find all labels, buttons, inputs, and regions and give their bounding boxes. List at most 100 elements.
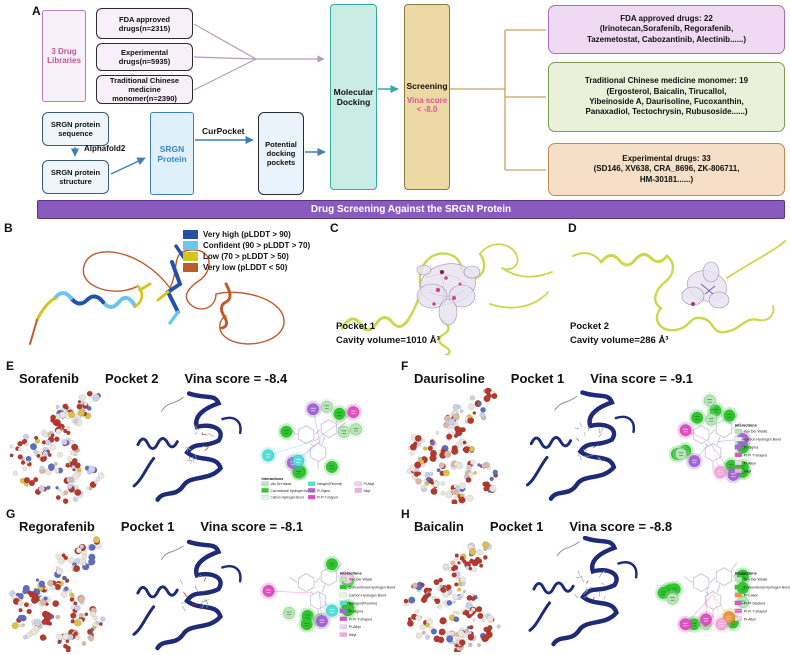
pocket-label: Pocket 1	[510, 371, 565, 386]
result-fda-box: FDA approved drugs: 22 (Irinotecan,Soraf…	[548, 5, 785, 54]
pocket1-structure	[340, 243, 553, 355]
result-experimental-box: Experimental drugs: 33 (SD146, XV638, CR…	[548, 143, 785, 196]
plddt-legend-label: Very low (pLDDT < 50)	[203, 263, 288, 272]
ribbon-model	[528, 536, 638, 647]
ribbon-model	[132, 391, 242, 502]
plddt-legend-label: Very high (pLDDT > 90)	[203, 230, 291, 239]
plddt-legend-row: Very high (pLDDT > 90)	[183, 229, 310, 240]
interaction-legend-label: Pi-Alkyl	[349, 625, 361, 629]
plddt-legend-swatch	[183, 252, 198, 261]
interaction-legend-label: Alkyl	[364, 489, 371, 493]
interaction-legend-title: Interactions	[735, 424, 757, 428]
plddt-legend-label: Confident (90 > pLDDT > 70)	[203, 241, 311, 250]
interaction-legend-label: Alkyl	[349, 633, 357, 637]
docking-header: Sorafenib Pocket 2 Vina score = -8.4	[19, 371, 313, 386]
plddt-legend-swatch	[183, 230, 198, 239]
spacefill-model	[9, 536, 106, 652]
panel-label: F	[401, 359, 409, 373]
plddt-legend-row: Very low (pLDDT < 50)	[183, 262, 310, 273]
interaction-legend-label: Halogen(Fluorine)	[349, 601, 377, 605]
screening-label: Screening	[406, 80, 448, 91]
ribbon-model	[525, 390, 636, 501]
pocket-label: Pocket 1	[120, 519, 175, 534]
panel-b-label: B	[4, 221, 13, 235]
vina-score: Vina score = -8.1	[200, 519, 304, 534]
plddt-legend-row: Low (70 > pLDDT > 50)	[183, 251, 310, 262]
interaction-legend-label: Conventional Hydrogen Bond	[270, 489, 311, 493]
ribbon-model	[132, 539, 242, 651]
interaction-legend-label: Carbon Hydrogen Bond	[349, 593, 386, 597]
interaction-legend-label: Carbon Hydrogen Bond	[744, 438, 781, 442]
pocket1-caption: Pocket 1 Cavity volume=1010 Å³	[336, 321, 440, 346]
interaction-legend-label: Van Der Waals	[270, 482, 291, 486]
library-experimental-box: Experimental drugs(n=5935)	[96, 43, 193, 71]
drug-name: Regorafenib	[19, 519, 95, 534]
plddt-legend-label: Low (70 > pLDDT > 50)	[203, 252, 289, 261]
curpocket-label: CurPocket	[202, 126, 245, 136]
interaction-legend-label: Van Der Waals	[744, 430, 768, 434]
drug-name: Daurisoline	[414, 371, 485, 386]
vina-threshold: Vina score < -8.0	[406, 95, 448, 114]
interaction-legend-label: Pi-Pi T-shaped	[744, 453, 767, 457]
result-tcm-box: Traditional Chinese medicine monomer: 19…	[548, 62, 785, 132]
pocket2-caption: Pocket 2 Cavity volume=286 Å³	[570, 321, 669, 346]
plddt-legend-swatch	[183, 263, 198, 272]
library-tcm-box: Traditional Chinese medicine monomer(n=2…	[96, 75, 193, 104]
library-fda-box: FDA approved drugs(n=2315)	[96, 8, 193, 39]
interaction-legend-label: Van Der Waals	[744, 578, 768, 582]
molecular-docking-box: Molecular Docking	[330, 4, 377, 190]
vina-score: Vina score = -9.1	[590, 371, 694, 386]
docking-pockets-box: Potential docking pockets	[258, 112, 304, 195]
interaction-legend-title: Interactions	[735, 572, 757, 576]
docking-header: Daurisoline Pocket 1 Vina score = -9.1	[414, 371, 719, 386]
panel-a-label: A	[32, 4, 41, 18]
spacefill-model	[403, 541, 501, 652]
spacefill-model	[406, 388, 499, 504]
panel-c-label: C	[330, 221, 339, 235]
plddt-legend: Very high (pLDDT > 90) Confident (90 > pL…	[183, 229, 310, 273]
interaction-legend-label: Pi-Sigma	[744, 445, 758, 449]
spacefill-model	[9, 390, 105, 504]
interaction-legend-title: Interactions	[262, 477, 284, 481]
interaction-legend-label: Pi-Sigma	[349, 609, 363, 613]
srgn-structure-box: SRGN protein structure	[42, 160, 109, 194]
vina-score: Vina score = -8.4	[184, 371, 288, 386]
interaction-legend-label: Pi-Pi T-shaped	[317, 496, 338, 500]
panel-label: E	[6, 359, 15, 373]
interaction-legend-label: Conventional Hydrogen Bond	[349, 586, 395, 590]
interaction-legend-label: Pi-Pi T-shaped	[349, 617, 372, 621]
interaction-legend-label: Pi-Pi T-shaped	[744, 609, 767, 613]
pocket-label: Pocket 1	[489, 519, 544, 534]
interaction-legend-label: Pi-Alkyl	[744, 461, 756, 465]
pocket-label: Pocket 2	[104, 371, 159, 386]
interaction-legend-label: Pi-Sigma	[317, 489, 330, 493]
interaction-legend-label: Pi-Pi Stacked	[744, 601, 765, 605]
interaction-legend-label: Alkyl	[744, 469, 752, 473]
panel-label: H	[401, 507, 410, 521]
interaction-legend-label: Pi-Alkyl	[744, 617, 756, 621]
banner-drug-screening: Drug Screening Against the SRGN Protein	[37, 200, 785, 219]
panel-d-label: D	[568, 221, 577, 235]
interaction-legend-label: Van Der Waals	[349, 578, 373, 582]
srgn-protein-box: SRGN Protein	[150, 112, 194, 195]
vina-score: Vina score = -8.8	[569, 519, 673, 534]
srgn-sequence-box: SRGN protein sequence	[42, 112, 109, 146]
interaction-legend-label: Pi-Cation	[744, 593, 759, 597]
flow-arrows	[70, 23, 546, 175]
pocket2-structure	[572, 240, 786, 334]
drug-name: Sorafenib	[19, 371, 79, 386]
interaction-legend-label: Conventional Hydrogen Bond	[744, 586, 790, 590]
